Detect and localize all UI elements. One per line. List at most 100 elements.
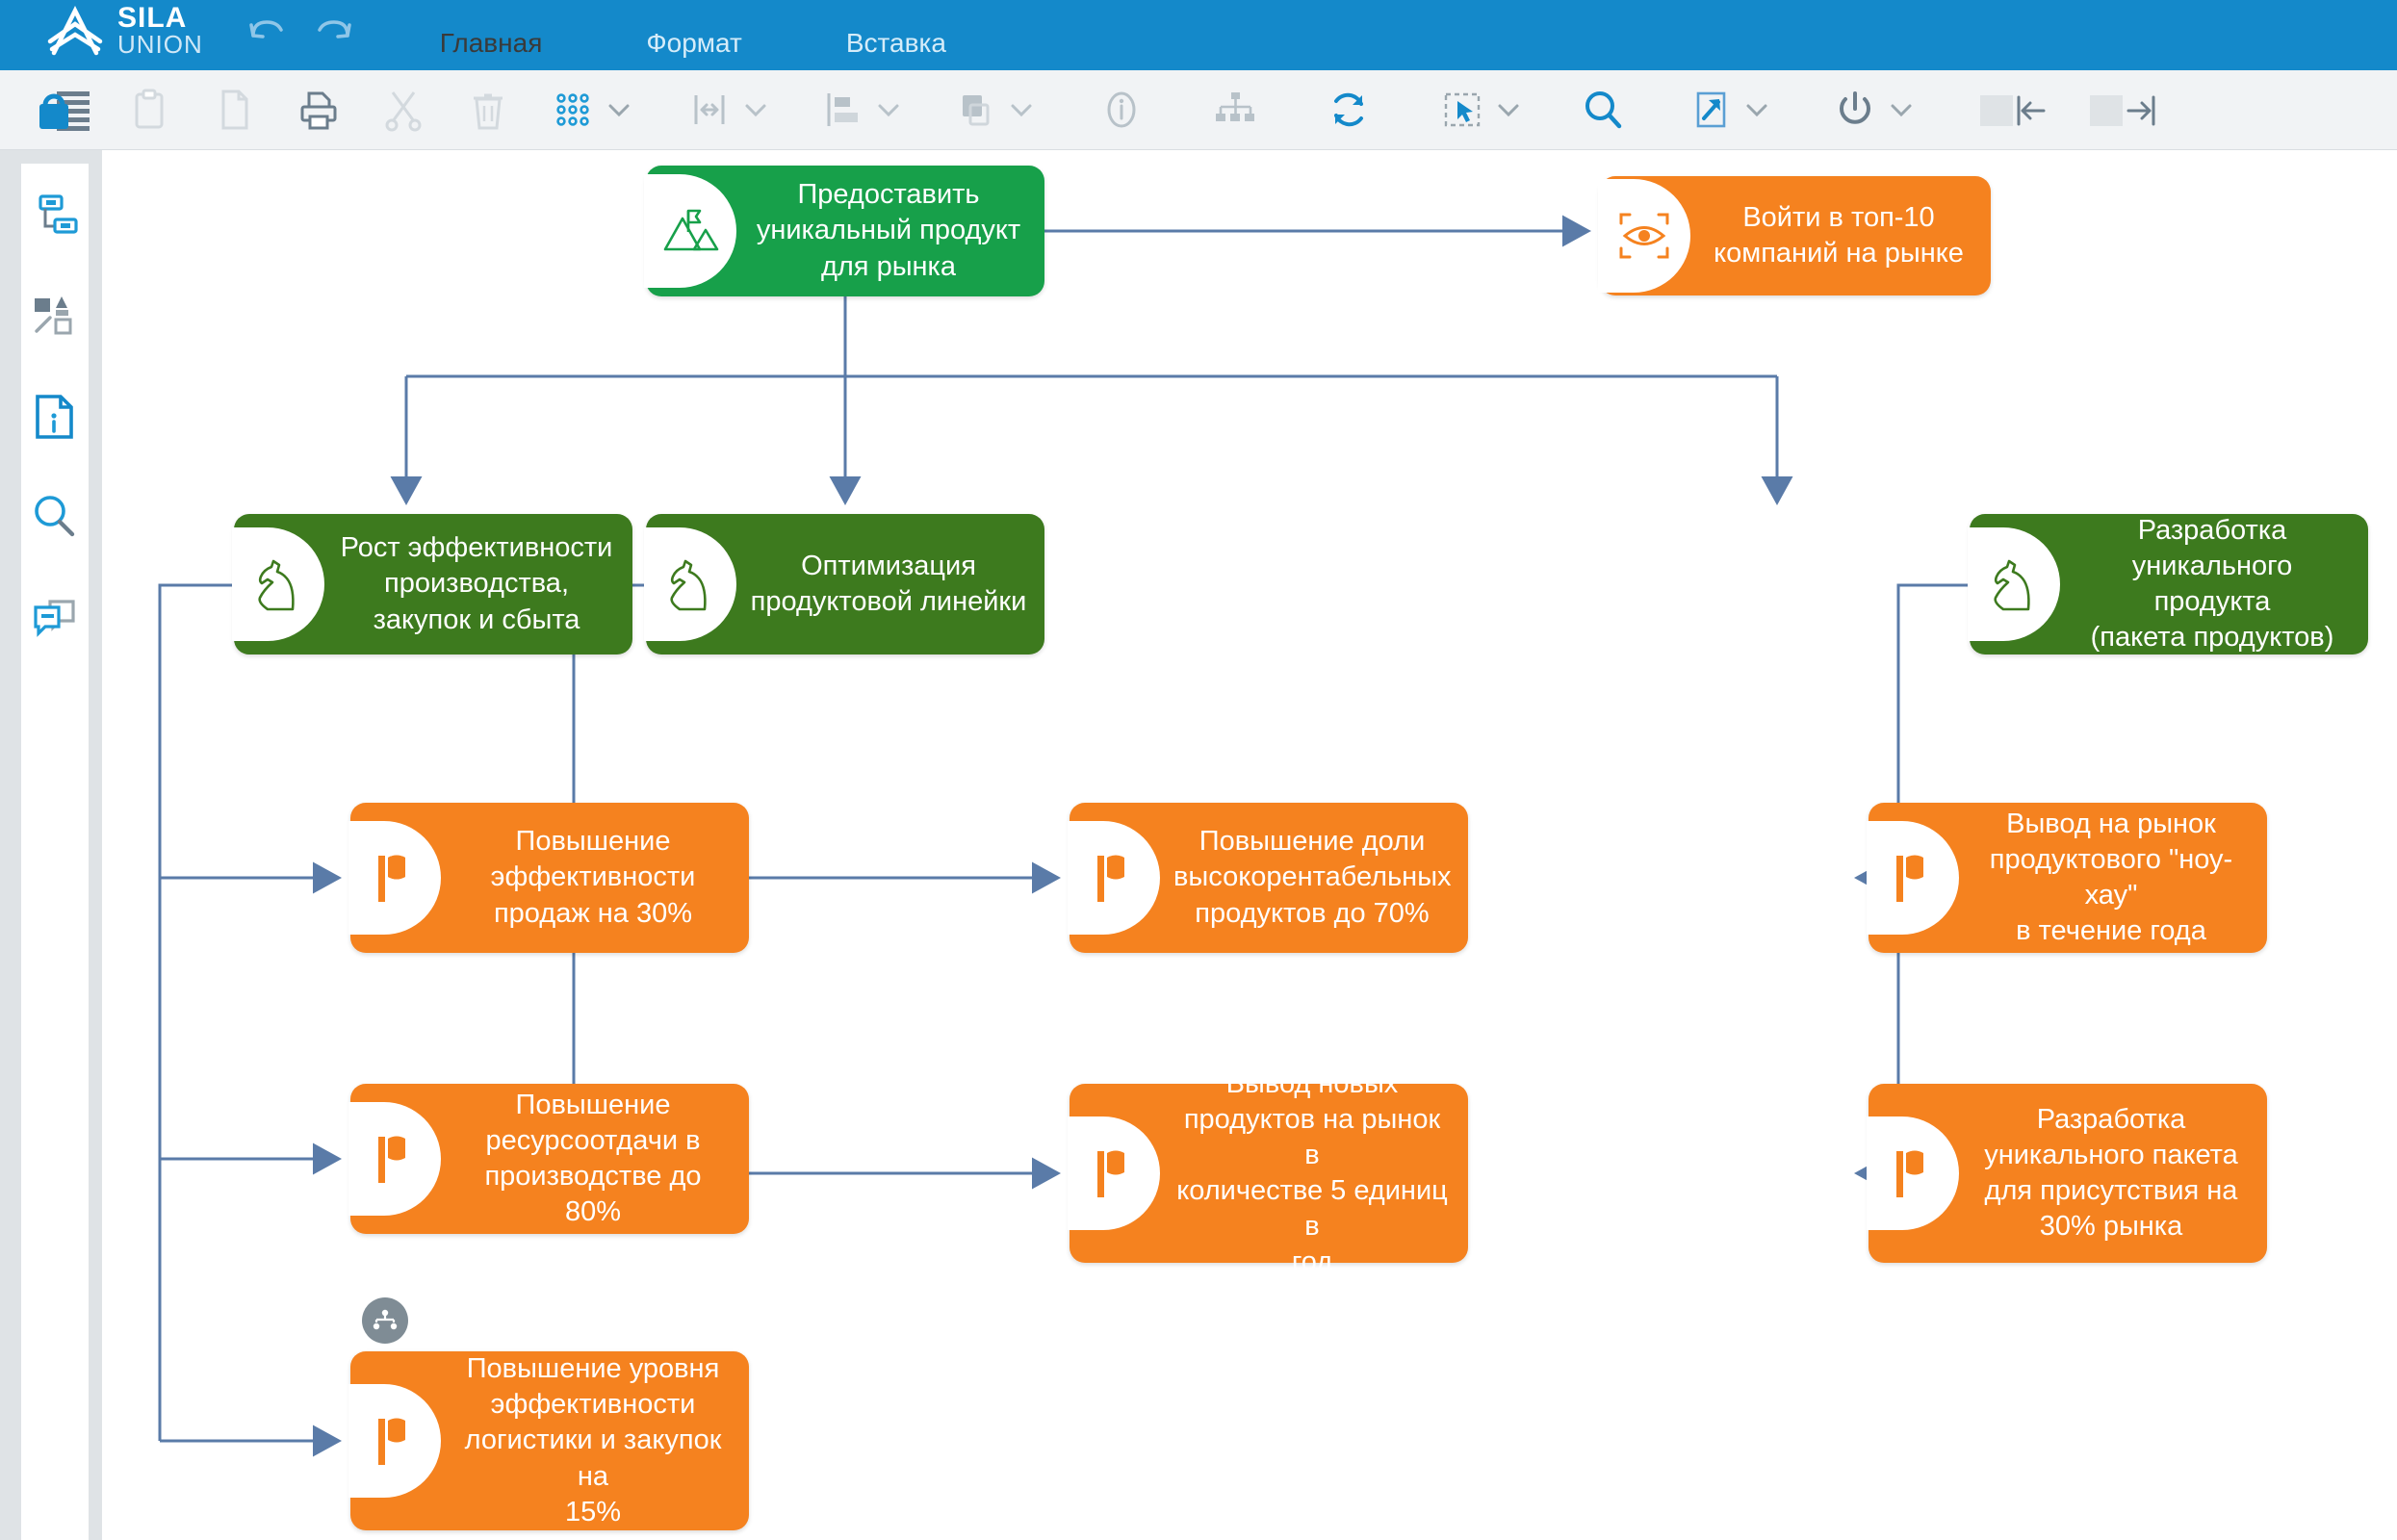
diagram-canvas[interactable]: Предоставить уникальный продукт для рынк… bbox=[102, 150, 2397, 1540]
node-label: Повышение уровня эффективности логистики… bbox=[464, 1353, 722, 1527]
tab-label: Формат bbox=[646, 28, 742, 58]
app-logo: SILA UNION bbox=[46, 4, 203, 57]
scissors-icon bbox=[374, 81, 433, 139]
chevron-down-icon[interactable] bbox=[872, 81, 905, 139]
connector-layer bbox=[158, 215, 1970, 1457]
export-icon bbox=[1681, 81, 1740, 139]
chess-knight-icon bbox=[232, 527, 324, 641]
diagram-node-top10[interactable]: Войти в топ-10 компаний на рынке bbox=[1598, 176, 1991, 295]
diagram-node-goal-2[interactable]: Оптимизация продуктовой линейки bbox=[644, 514, 1044, 654]
flag-icon bbox=[348, 1102, 441, 1216]
node-label: Разработка уникального продукта (пакета … bbox=[2090, 514, 2334, 654]
toolbar-button-resize-width[interactable] bbox=[680, 81, 772, 139]
sila-union-logo-icon bbox=[46, 5, 104, 57]
toolbar-button-copy[interactable] bbox=[204, 81, 264, 139]
grid-dots-icon bbox=[543, 81, 603, 139]
node-label: Предоставить уникальный продукт для рынк… bbox=[756, 179, 1021, 282]
chevron-down-icon[interactable] bbox=[603, 81, 635, 139]
diagram-node-goal-1[interactable]: Рост эффективности производства, закупок… bbox=[232, 514, 632, 654]
toolbar-button-refresh[interactable] bbox=[1319, 81, 1379, 139]
tree-structure-icon bbox=[39, 194, 78, 234]
toolbar-button-power[interactable] bbox=[1825, 81, 1918, 139]
tab-format[interactable]: Формат bbox=[594, 16, 793, 70]
node-label: Повышение доли высокорентабельных продук… bbox=[1173, 826, 1452, 929]
title-bar: SILA UNION Главная Формат Вставка bbox=[0, 0, 2397, 70]
node-label: Повышение эффективности продаж на 30% bbox=[490, 826, 696, 929]
toolbar-button-delete[interactable] bbox=[458, 81, 518, 139]
search-icon bbox=[1573, 81, 1633, 139]
toolbar-button-grid[interactable] bbox=[543, 81, 635, 139]
toolbar-button-lock[interactable] bbox=[35, 81, 94, 139]
toolbar-button-export[interactable] bbox=[1681, 81, 1773, 139]
chevron-down-icon[interactable] bbox=[1005, 81, 1038, 139]
redo-icon[interactable] bbox=[315, 14, 353, 47]
toolbar-button-select-area[interactable] bbox=[1432, 81, 1525, 139]
node-label: Вывод новых продуктов на рынок в количес… bbox=[1176, 1067, 1448, 1278]
toolbar-button-panel-right[interactable] bbox=[2079, 81, 2172, 139]
eye-scan-icon bbox=[1598, 179, 1690, 293]
tab-glavnaya[interactable]: Главная bbox=[388, 16, 595, 70]
toolbar-button-cut[interactable] bbox=[374, 81, 433, 139]
node-label: Войти в топ-10 компаний на рынке bbox=[1714, 201, 1964, 269]
chevron-down-icon[interactable] bbox=[739, 81, 772, 139]
toolbar-button-print[interactable] bbox=[289, 81, 348, 139]
flag-icon bbox=[348, 1384, 441, 1498]
chevron-down-icon[interactable] bbox=[1740, 81, 1773, 139]
toolbar-button-align[interactable] bbox=[812, 81, 905, 139]
diagram-node-leaf-7[interactable]: Повышение уровня эффективности логистики… bbox=[348, 1351, 749, 1530]
toolbar-button-search[interactable] bbox=[1573, 81, 1633, 139]
mountain-flag-icon bbox=[644, 174, 736, 288]
paste-icon bbox=[119, 81, 179, 139]
sidebar-item-search[interactable] bbox=[25, 487, 85, 547]
resize-width-icon bbox=[680, 81, 739, 139]
sidebar-item-structure[interactable] bbox=[25, 187, 85, 246]
chevron-down-icon[interactable] bbox=[1885, 81, 1918, 139]
edges bbox=[158, 215, 1970, 1457]
refresh-icon bbox=[1319, 81, 1379, 139]
align-icon bbox=[812, 81, 872, 139]
tab-vstavka[interactable]: Вставка bbox=[794, 16, 998, 70]
comments-icon bbox=[34, 600, 75, 637]
diagram-node-leaf-1[interactable]: Повышение эффективности продаж на 30% bbox=[348, 803, 749, 953]
chess-knight-icon bbox=[1968, 527, 2060, 641]
panel-left-icon bbox=[1970, 81, 2062, 139]
trash-icon bbox=[458, 81, 518, 139]
select-area-icon bbox=[1432, 81, 1492, 139]
document-info-icon bbox=[36, 395, 73, 439]
diagram-node-root[interactable]: Предоставить уникальный продукт для рынк… bbox=[644, 166, 1044, 296]
diagram-node-goal-3[interactable]: Разработка уникального продукта (пакета … bbox=[1968, 514, 2368, 654]
diagram-node-leaf-5[interactable]: Вывод новых продуктов на рынок в количес… bbox=[1068, 1068, 1468, 1277]
panel-right-icon bbox=[2079, 81, 2172, 139]
toolbar-button-panel-left[interactable] bbox=[1970, 81, 2062, 139]
flag-icon bbox=[1068, 821, 1160, 935]
toolbar-button-paste[interactable] bbox=[119, 81, 179, 139]
diagram-node-leaf-3[interactable]: Вывод на рынок продуктового "ноу-хау" в … bbox=[1867, 803, 2267, 953]
diagram-node-leaf-4[interactable]: Повышение ресурсоотдачи в производстве д… bbox=[348, 1084, 749, 1234]
left-sidebar bbox=[0, 150, 102, 1540]
chevron-down-icon[interactable] bbox=[1492, 81, 1525, 139]
history-buttons bbox=[247, 14, 353, 47]
hierarchy-icon bbox=[1205, 81, 1265, 139]
node-label: Разработка уникального пакета для присут… bbox=[1984, 1103, 2238, 1243]
undo-icon[interactable] bbox=[247, 14, 286, 47]
print-icon bbox=[289, 81, 348, 139]
toolbar-button-layers[interactable] bbox=[945, 81, 1038, 139]
sidebar-item-comments[interactable] bbox=[25, 587, 85, 647]
node-label: Повышение ресурсоотдачи в производстве д… bbox=[484, 1089, 702, 1228]
search-icon bbox=[35, 496, 75, 537]
flag-icon bbox=[1867, 1116, 1959, 1230]
toolbar-button-info[interactable] bbox=[1092, 81, 1151, 139]
sidebar-item-document-info[interactable] bbox=[25, 387, 85, 447]
toolbar-button-hierarchy[interactable] bbox=[1205, 81, 1265, 139]
shape-style-icon bbox=[35, 296, 72, 335]
node-label: Оптимизация продуктовой линейки bbox=[750, 550, 1027, 617]
main-toolbar bbox=[0, 70, 2397, 150]
flag-icon bbox=[1068, 1116, 1160, 1230]
lock-lines-icon bbox=[35, 81, 94, 139]
diagram-node-leaf-2[interactable]: Повышение доли высокорентабельных продук… bbox=[1068, 803, 1468, 953]
diagram-node-leaf-6[interactable]: Разработка уникального пакета для присут… bbox=[1867, 1084, 2267, 1263]
sidebar-item-style[interactable] bbox=[25, 287, 85, 346]
expand-node-button[interactable] bbox=[362, 1297, 408, 1344]
info-icon bbox=[1092, 81, 1151, 139]
power-icon bbox=[1825, 81, 1885, 139]
